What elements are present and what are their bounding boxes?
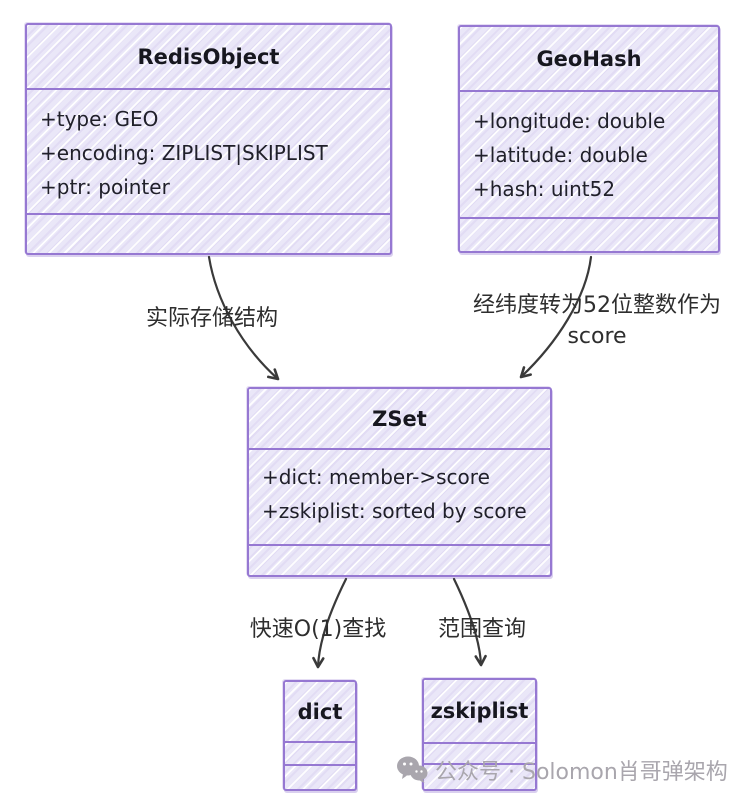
- class-box-zskiplist: zskiplist: [422, 678, 537, 791]
- class-attributes-empty-dict: [285, 743, 355, 766]
- class-title-zset: ZSet: [249, 389, 550, 450]
- attribute-zskiplist: +zskiplist: sorted by score: [262, 499, 527, 523]
- class-attributes-geohash: +longitude: double +latitude: double +ha…: [460, 92, 718, 219]
- edge-label-geohash-score-line1: 经纬度转为52位整数作为: [473, 293, 721, 318]
- attribute-longitude: +longitude: double: [473, 109, 666, 133]
- attribute-encoding: +encoding: ZIPLIST|SKIPLIST: [40, 141, 328, 165]
- edge-label-storage-structure: 实际存储结构: [145, 306, 278, 331]
- watermark-text: 公众号 · Solomon肖哥弹架构: [435, 760, 728, 785]
- class-box-zset: ZSet +dict: member->score +zskiplist: so…: [247, 387, 552, 577]
- class-methods-empty-geohash: [460, 219, 718, 251]
- class-attributes-empty-zskiplist: [424, 744, 535, 765]
- class-methods-empty-redisobject: [27, 215, 390, 253]
- class-title-redisobject: RedisObject: [27, 25, 390, 90]
- class-methods-empty-zset: [249, 546, 550, 575]
- attribute-ptr: +ptr: pointer: [40, 175, 170, 199]
- class-box-geohash: GeoHash +longitude: double +latitude: do…: [458, 25, 720, 253]
- attribute-dict: +dict: member->score: [262, 465, 490, 489]
- edge-label-range-query: 范围查询: [437, 617, 526, 642]
- class-attributes-zset: +dict: member->score +zskiplist: sorted …: [249, 450, 550, 546]
- class-attributes-redisobject: +type: GEO +encoding: ZIPLIST|SKIPLIST +…: [27, 90, 390, 215]
- attribute-type: +type: GEO: [40, 107, 159, 131]
- class-title-dict: dict: [285, 682, 355, 743]
- watermark: 公众号 · Solomon肖哥弹架构: [396, 754, 728, 786]
- edge-label-geohash-score: 经纬度转为52位整数作为 score: [456, 290, 738, 352]
- class-box-redisobject: RedisObject +type: GEO +encoding: ZIPLIS…: [25, 23, 392, 255]
- attribute-hash: +hash: uint52: [473, 177, 616, 201]
- edge-label-fast-lookup: 快速O(1)查找: [249, 617, 387, 642]
- class-title-geohash: GeoHash: [460, 27, 718, 92]
- class-box-dict: dict: [283, 680, 357, 791]
- attribute-latitude: +latitude: double: [473, 143, 648, 167]
- edge-label-geohash-score-line2: score: [567, 324, 627, 349]
- class-title-zskiplist: zskiplist: [424, 680, 535, 744]
- wechat-icon: [396, 756, 428, 784]
